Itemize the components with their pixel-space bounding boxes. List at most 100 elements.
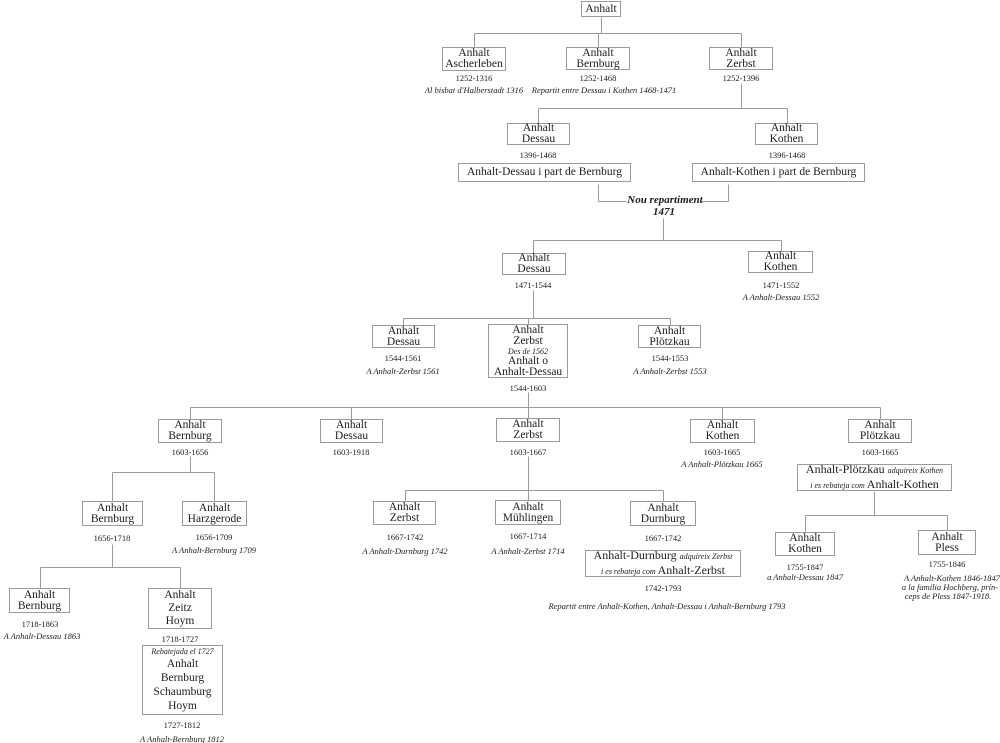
anhalt-dessau-1396-date: 1396-1468 — [519, 150, 557, 160]
anhalt-bernburg-1603-date: 1603-1656 — [171, 447, 209, 457]
anhalt-bernburg-1603-label-line: Bernburg — [168, 430, 212, 442]
anhalt-zerbst-1544-label-line: Anhalt — [512, 323, 544, 336]
anhalt-plotzkau-renamed-kothen-label-part: Anhalt-Plötzkau — [805, 462, 888, 476]
anhalt-plotzkau-renamed-kothen-label-line: Anhalt-Plötzkau adquireix Kothen — [806, 463, 943, 478]
anhalt-dessau-1603-date: 1603-1918 — [332, 447, 370, 457]
anhalt-zerbst-1667-label-line: Zerbst — [389, 512, 420, 524]
anhalt-zerbst-1603-label-line: Zerbst — [513, 429, 543, 441]
anhalt-kothen-1603-label-line: Anhalt — [706, 419, 739, 431]
anhalt-kothen-1755-note: a Anhalt-Dessau 1847 — [767, 572, 843, 582]
anhalt-ascherleben-label-line: Ascherleben — [445, 58, 503, 70]
anhalt-kothen-1603-note: A Anhalt-Plötzkau 1665 — [681, 459, 763, 469]
anhalt-plotzkau-renamed-kothen-label-part: adquireix Kothen — [887, 466, 944, 475]
nou-repartiment-title: 1471 — [653, 206, 675, 218]
anhalt-bernburg-schaumburg-hoym-label-line: Rebatejada el 1727 — [151, 647, 214, 656]
anhalt-harzgerode-note: A Anhalt-Bernburg 1709 — [172, 545, 256, 555]
anhalt-zeitz-hoym-label-line: Hoym — [165, 615, 195, 627]
anhalt-plotzkau-1544-date: 1544-1553 — [651, 353, 689, 363]
anhalt-zerbst-1544-label-line: Zerbst — [513, 334, 543, 347]
anhalt-zerbst-1603-label-line: Anhalt — [512, 418, 544, 430]
anhalt-kothen-1471-note: A Anhalt-Dessau 1552 — [742, 292, 820, 302]
anhalt-harzgerode-date: 1656-1709 — [195, 532, 233, 542]
anhalt-plotzkau-1603-label-line: Anhalt — [864, 419, 896, 431]
anhalt-harzgerode-label-line: Harzgerode — [187, 512, 242, 525]
anhalt-kothen-1471-label-line: Anhalt — [764, 250, 797, 262]
anhalt-kothen-1471-date: 1471-1552 — [762, 280, 800, 290]
anhalt-bernburg-1252-label-line: Bernburg — [576, 57, 620, 70]
anhalt-ascherleben-label-line: Anhalt — [458, 47, 490, 59]
anhalt-kothen-1471-label-line: Kothen — [763, 261, 798, 273]
anhalt-durnburg-renamed-zerbst-date: 1742-1793 — [644, 583, 682, 593]
anhalt-dessau-1471-label-line: Anhalt — [518, 252, 550, 264]
anhalt-plotzkau-renamed-kothen-label-line: i es rebateja com Anhalt-Kothen — [810, 476, 939, 493]
anhalt-dessau-1544-label-line: Dessau — [386, 335, 421, 348]
anhalt-muhlingen-label-line: Anhalt — [512, 500, 544, 513]
anhalt-zerbst-1603-date: 1603-1667 — [509, 447, 547, 457]
anhalt-durnburg-renamed-zerbst-label-part: adquireix Zerbst — [679, 552, 733, 561]
anhalt-dessau-1603-label-line: Anhalt — [335, 419, 368, 431]
anhalt-kothen-1396-label-line: Anhalt — [770, 122, 803, 134]
anhalt-bernburg-1252-date: 1252-1468 — [579, 73, 617, 83]
anhalt-plotzkau-renamed-kothen-label-part: Anhalt-Kothen — [866, 476, 939, 491]
anhalt-bernburg-1656-label-line: Anhalt — [96, 501, 129, 514]
anhalt-kothen-1755-label-line: Kothen — [788, 543, 822, 555]
anhalt-kothen-1603-date: 1603-1665 — [703, 447, 741, 457]
anhalt-dessau-1544-note: A Anhalt-Zerbst 1561 — [366, 366, 440, 376]
anhalt-pless-label-line: Pless — [935, 541, 959, 554]
anhalt-bernburg-1718-note: A Anhalt-Dessau 1863 — [3, 631, 81, 641]
anhalt-durnburg-renamed-zerbst-label-part: i es rebateja com — [601, 566, 658, 576]
anhalt-kothen-1603-label-line: Kothen — [705, 430, 740, 442]
anhalt-bernburg-schaumburg-hoym-date: 1727-1812 — [163, 720, 201, 730]
anhalt-zerbst-1544-label-line: Anhalt-Dessau — [493, 365, 563, 378]
anhalt-zerbst-1667-date: 1667-1742 — [386, 532, 424, 542]
anhalt-muhlingen-date: 1667-1714 — [509, 531, 547, 541]
anhalt-ascherleben-date: 1252-1316 — [455, 73, 493, 83]
anhalt-dessau-1544-label-line: Anhalt — [387, 324, 420, 337]
anhalt-plotzkau-1544-label-line: Plötzkau — [649, 335, 690, 348]
anhalt-muhlingen-note: A Anhalt-Zerbst 1714 — [491, 546, 565, 556]
anhalt-plotzkau-1544-note: A Anhalt-Zerbst 1553 — [633, 366, 707, 376]
anhalt-bernburg-schaumburg-hoym-label-line: Anhalt — [166, 658, 199, 670]
anhalt-dessau-part-bernburg-label-line: Anhalt-Dessau i part de Bernburg — [467, 166, 622, 178]
anhalt-zerbst-1544-label-line: Anhalt o — [508, 354, 548, 367]
anhalt-bernburg-schaumburg-hoym-label-line: Schaumburg — [153, 686, 212, 698]
anhalt-zeitz-hoym-label-line: Zeitz — [168, 602, 192, 614]
anhalt-pless-note: a la familia Hochberg, prín- — [901, 582, 999, 592]
anhalt-durnburg-label-line: Anhalt — [647, 501, 679, 514]
anhalt-bernburg-1718-date: 1718-1863 — [21, 619, 59, 629]
anhalt-pless-note: ceps de Pless 1847-1918. — [904, 591, 992, 601]
anhalt-plotzkau-1544-label-line: Anhalt — [653, 324, 686, 337]
anhalt-dessau-1471-date: 1471-1544 — [514, 280, 552, 290]
anhalt-plotzkau-1603-label-line: Plötzkau — [859, 430, 901, 442]
anhalt-bernburg-schaumburg-hoym-note: A Anhalt-Bernburg 1812 — [140, 734, 224, 743]
anhalt-bernburg-schaumburg-hoym-label-line: Hoym — [168, 700, 197, 712]
anhalt-kothen-1396-label-line: Kothen — [769, 133, 804, 145]
anhalt-zerbst-1667-note: A Anhalt-Durnburg 1742 — [362, 546, 448, 556]
anhalt-bernburg-1718-label-line: Bernburg — [17, 599, 62, 612]
anhalt-pless-date: 1755-1846 — [928, 559, 966, 569]
anhalt-bernburg-schaumburg-hoym-label-line: Bernburg — [160, 672, 205, 684]
anhalt-bernburg-1718-label-line: Anhalt — [23, 588, 56, 601]
anhalt-kothen-part-bernburg-box: Anhalt-Kothen i part de Bernburg — [692, 163, 865, 182]
